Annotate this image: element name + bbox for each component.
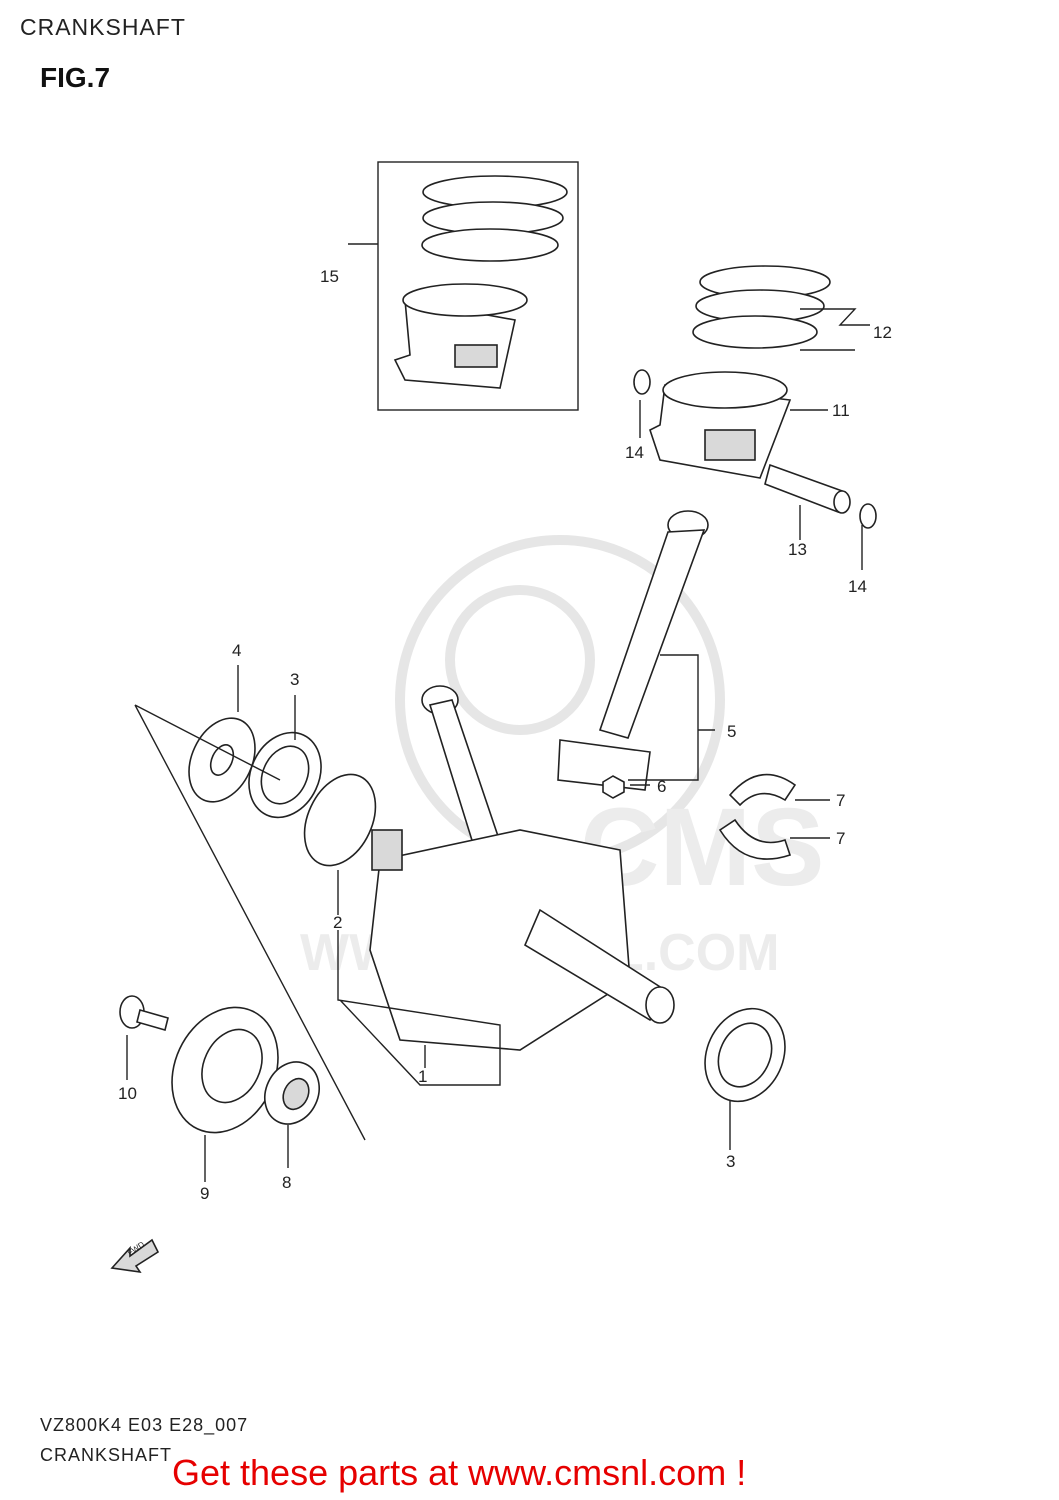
leader-lines: [126, 243, 870, 1182]
callout-4: 4: [232, 641, 241, 660]
diagram-name: CRANKSHAFT: [40, 1445, 173, 1465]
callout-1: 1: [418, 1067, 427, 1086]
callout-2: 2: [333, 913, 342, 932]
callout-3b: 3: [726, 1152, 735, 1171]
callout-14b: 14: [848, 577, 867, 596]
callout-10: 10: [118, 1084, 137, 1103]
callout-7a: 7: [836, 791, 845, 810]
diagram-code: VZ800K4 E03 E28_007: [40, 1415, 249, 1435]
fwd-arrow: FWD: [110, 1238, 160, 1274]
connecting-rod[interactable]: [557, 510, 709, 791]
washer[interactable]: [176, 707, 268, 812]
primary-drive-gear[interactable]: [152, 990, 298, 1150]
callout-13: 13: [788, 540, 807, 559]
pin-circlips[interactable]: [633, 369, 877, 529]
crank-bearing-left[interactable]: [236, 721, 335, 829]
crank-bearing-right[interactable]: [690, 995, 799, 1114]
callout-14a: 14: [625, 443, 644, 462]
thrust-washer[interactable]: [291, 763, 390, 877]
callout-5: 5: [727, 722, 736, 741]
figure-label: FIG.7: [40, 62, 111, 93]
callout-labels: 15 12 11 14 13 14 4 3 5 6 7 7 2 1 10 3 8…: [118, 267, 892, 1203]
rod-bearing-shells[interactable]: [718, 773, 797, 860]
cam-drive-sprocket[interactable]: [255, 1053, 329, 1133]
callout-11: 11: [832, 401, 850, 420]
callout-9: 9: [200, 1184, 209, 1203]
promo-link[interactable]: Get these parts at www.cmsnl.com !: [172, 1452, 747, 1493]
callout-3a: 3: [290, 670, 299, 689]
piston-pin[interactable]: [764, 463, 851, 514]
rod-nut[interactable]: [602, 775, 625, 799]
callout-7b: 7: [836, 829, 845, 848]
piston[interactable]: [649, 371, 792, 479]
callout-8: 8: [282, 1173, 291, 1192]
callout-15: 15: [320, 267, 339, 286]
page-title: CRANKSHAFT: [20, 14, 186, 40]
piston-set-box[interactable]: [377, 161, 579, 411]
callout-12: 12: [873, 323, 892, 342]
callout-6: 6: [657, 777, 666, 796]
crankshaft[interactable]: [369, 685, 675, 1051]
gear-bolt[interactable]: [119, 995, 169, 1031]
piston-rings[interactable]: [692, 265, 831, 349]
